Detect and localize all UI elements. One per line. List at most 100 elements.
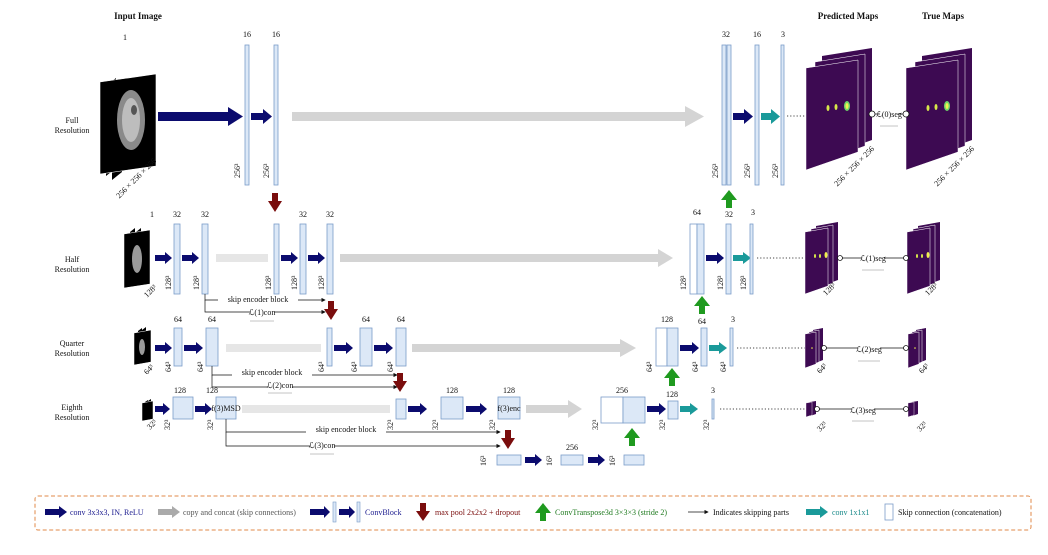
arrow-conv-half-dec xyxy=(706,255,717,261)
legend-item-convtranspose: ConvTranspose3d 3×3×3 (stride 2) xyxy=(535,503,667,521)
arrow-maxpool-1 xyxy=(272,193,278,201)
label-eighth-dec1-ch: 256 xyxy=(616,386,628,395)
label-quarter-enc1-dim: 64³ xyxy=(164,361,173,372)
block-quarter-dec1b xyxy=(666,327,679,367)
label-quarter-out-dim: 64³ xyxy=(719,361,728,372)
input-image-stack-eighth xyxy=(141,399,154,422)
svg-text:Half: Half xyxy=(65,255,80,264)
label-eighth-skip1-dim: 32³ xyxy=(386,419,395,430)
legend-item-copy: copy and concat (skip connections) xyxy=(158,506,296,518)
block-eighth-enc xyxy=(497,396,521,420)
arrow-copy-eighth-2 xyxy=(526,405,568,413)
svg-text:Resolution: Resolution xyxy=(55,413,90,422)
label-quarter-dec1-dim: 64³ xyxy=(645,361,654,372)
label-quarter-dec1-ch: 128 xyxy=(661,315,673,324)
label-full-enc1-ch: 16 xyxy=(243,30,251,39)
block-full-enc2 xyxy=(273,44,279,186)
arrow-conv1-half xyxy=(733,255,743,261)
arrow-conv-half-in xyxy=(155,255,165,261)
block-full-out xyxy=(780,44,785,186)
arrow-convtranspose-1 xyxy=(721,190,737,200)
block-eighth-skip1 xyxy=(395,398,407,420)
predicted-map-half xyxy=(804,222,838,295)
arrow-conv-bottleneck1 xyxy=(525,457,535,463)
input-image-stack-full xyxy=(99,73,157,180)
loss-seg1: ℒ(1)seg xyxy=(860,254,886,263)
label-full-enc1-dim: 256³ xyxy=(233,163,242,178)
arrow-conv-quarter-skip2 xyxy=(374,345,386,351)
label-eighth-out-ch: 3 xyxy=(711,386,715,395)
predicted-map-full xyxy=(805,48,872,171)
block-quarter-dec1 xyxy=(655,327,668,367)
arrow-copy-half-1 xyxy=(216,254,268,262)
true-map-half xyxy=(906,222,940,295)
arrow-conv-quarter-skip1 xyxy=(334,345,346,351)
legend-box xyxy=(34,495,1032,531)
arrow-conv-quarter-in xyxy=(155,345,165,351)
header-true-maps: True Maps xyxy=(922,11,965,21)
label-full-out-dim: 256³ xyxy=(771,163,780,178)
block-half-dec1 xyxy=(689,223,698,295)
label-half-dec1-ch: 64 xyxy=(693,208,701,217)
label-half-skip3-dim: 128³ xyxy=(317,275,326,290)
label-half-enc1-dim: 128³ xyxy=(164,275,173,290)
label-full-dec1-ch: 32 xyxy=(722,30,730,39)
label-quarter-skip3-dim: 64³ xyxy=(386,361,395,372)
label-quarter-enc2-dim: 64³ xyxy=(196,361,205,372)
row-label-full: Full Resolution xyxy=(55,116,90,135)
label-true-eighth-dim: 32³ xyxy=(915,419,929,433)
row-label-eighth: Eighth Resolution xyxy=(55,403,90,422)
block-bottleneck1 xyxy=(496,454,522,466)
label-half-enc1-ch: 32 xyxy=(173,210,181,219)
arrow-conv-quarter-dec xyxy=(680,345,692,351)
predicted-map-eighth xyxy=(805,401,816,418)
arrow-convtranspose-3 xyxy=(664,368,680,378)
label-full-enc2-ch: 16 xyxy=(272,30,280,39)
block-eighth-dec1 xyxy=(600,396,624,424)
block-quarter-enc2 xyxy=(205,327,219,367)
svg-text:max pool 2x2x2 + dropout: max pool 2x2x2 + dropout xyxy=(435,508,521,517)
svg-text:copy and concat (skip connecti: copy and concat (skip connections) xyxy=(183,508,296,517)
skip-label-3: skip encoder block xyxy=(316,425,376,434)
arrow-conv1-quarter xyxy=(709,345,719,351)
label-full-dec2-dim: 256³ xyxy=(743,163,752,178)
block-eighth-skip2 xyxy=(440,396,464,420)
arrow-maxpool-3 xyxy=(397,373,403,381)
loss-seg3: ℒ(3)seg xyxy=(850,406,876,415)
label-quarter-input-dim: 64³ xyxy=(142,362,156,376)
label-quarter-skip1-dim: 64³ xyxy=(317,361,326,372)
arrow-copy-full xyxy=(292,112,685,121)
skip-label-2: skip encoder block xyxy=(242,368,302,377)
arrow-conv-eighth-dec xyxy=(647,406,659,412)
arrow-conv-half-skip2 xyxy=(308,255,318,261)
true-map-eighth xyxy=(907,401,918,418)
skip-connector-2 xyxy=(211,366,398,390)
block-eighth-out xyxy=(711,398,715,420)
label-half-skip1-dim: 128³ xyxy=(264,275,273,290)
skip-connector-3 xyxy=(225,419,501,449)
skip-label-1: skip encoder block xyxy=(228,295,288,304)
block-quarter-skip3 xyxy=(395,327,407,367)
arrow-copy-eighth-1 xyxy=(242,405,390,413)
row-label-half: Half Resolution xyxy=(55,255,90,274)
label-eighth-dec2-dim: 32³ xyxy=(658,419,667,430)
label-half-skip2-ch: 32 xyxy=(299,210,307,219)
loss-seg2: ℒ(2)seg xyxy=(856,345,882,354)
arrow-conv-half-enc xyxy=(182,255,192,261)
loss-con2: ℒ(2)con xyxy=(267,381,294,390)
legend-item-maxpool: max pool 2x2x2 + dropout xyxy=(416,503,521,521)
arrow-copy-quarter-2 xyxy=(412,344,620,352)
label-quarter-dec2-dim: 64³ xyxy=(691,361,700,372)
svg-text:Skip connection (concatenation: Skip connection (concatenation) xyxy=(898,508,1002,517)
label-quarter-dec2-ch: 64 xyxy=(698,317,706,326)
label-eighth-dec2-ch: 128 xyxy=(666,390,678,399)
label-half-dec2-ch: 32 xyxy=(725,210,733,219)
arrow-conv1-full xyxy=(761,113,771,120)
block-quarter-skip1 xyxy=(326,327,333,367)
label-pred-quarter-dim: 64³ xyxy=(815,361,829,375)
label-eighth-enc-dim: 32³ xyxy=(488,419,497,430)
svg-text:Quarter: Quarter xyxy=(60,339,85,348)
label-half-enc2-dim: 128³ xyxy=(192,275,201,290)
legend-item-skipconn: Skip connection (concatenation) xyxy=(884,503,1002,521)
